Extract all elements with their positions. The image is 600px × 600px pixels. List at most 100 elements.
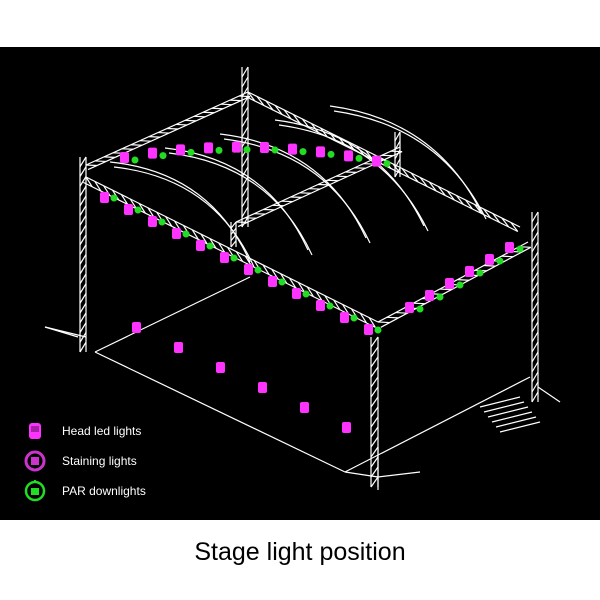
head-led-light <box>505 242 514 253</box>
truss-arch <box>278 124 429 232</box>
truss-tower <box>241 76 249 88</box>
stage-steps <box>499 421 541 433</box>
legend-item-head-led: Head led lights <box>22 416 262 446</box>
truss-tower <box>230 221 237 229</box>
head-led-light <box>300 402 309 413</box>
stage-floor-edge <box>94 351 346 473</box>
par-downlight <box>302 290 310 298</box>
legend-item-par: PAR downlights <box>22 476 262 506</box>
truss-roof-beam <box>256 96 265 106</box>
truss-tower <box>370 456 379 468</box>
truss-tower <box>370 376 379 388</box>
truss-roof-beam <box>247 91 256 102</box>
stage-steps <box>495 416 537 428</box>
truss-tower <box>370 446 379 458</box>
head-led-light <box>220 252 229 263</box>
caption: Stage light position <box>194 538 406 566</box>
truss-tower <box>531 211 539 223</box>
truss-tower <box>79 234 87 246</box>
staining-light-icon <box>24 450 46 472</box>
truss-tower <box>79 273 87 285</box>
truss-roof-beam <box>359 312 367 324</box>
truss-roof-beam <box>320 127 328 138</box>
truss-tower <box>531 391 539 403</box>
truss-tower <box>241 66 249 78</box>
par-downlight <box>496 257 504 265</box>
truss-arch <box>113 166 255 268</box>
truss-tower <box>531 331 539 343</box>
truss-roof-beam <box>200 233 208 245</box>
truss-roof-beam <box>333 299 341 311</box>
truss-roof-beam <box>483 208 492 219</box>
head-led-light <box>260 142 269 153</box>
truss-roof-beam <box>129 198 137 210</box>
truss-tower <box>531 321 539 333</box>
truss-tower <box>241 166 249 178</box>
truss-roof-beam <box>120 194 129 205</box>
par-downlight <box>456 281 464 289</box>
truss-tower <box>370 366 379 378</box>
truss-arch <box>333 110 487 220</box>
truss-tower <box>531 231 539 243</box>
stage-steps <box>487 406 529 418</box>
truss-tower <box>241 116 249 128</box>
truss-roof-beam <box>274 105 283 115</box>
par-downlight <box>134 206 142 214</box>
head-led-light <box>124 204 133 215</box>
truss-roof-beam <box>235 251 244 262</box>
truss-roof-beam <box>465 199 473 210</box>
truss-tower <box>79 322 87 333</box>
truss-roof-beam <box>85 164 98 167</box>
legend-label-par: PAR downlights <box>62 484 146 498</box>
truss-tower <box>531 241 539 253</box>
truss-tower <box>79 205 87 216</box>
truss-tower <box>370 356 379 368</box>
head-led-light <box>485 254 494 265</box>
par-downlight <box>254 266 262 274</box>
truss-tower <box>394 158 401 169</box>
truss-roof-beam <box>280 273 288 284</box>
stage-steps <box>483 401 525 413</box>
truss-tower <box>531 291 539 303</box>
truss-tower <box>531 341 539 353</box>
truss-roof-beam <box>428 181 437 192</box>
truss-roof-beam <box>510 222 519 232</box>
truss-roof-beam <box>413 302 425 305</box>
truss-tower <box>79 283 87 294</box>
truss-roof-beam <box>209 238 217 249</box>
truss-arch <box>109 161 251 263</box>
stage-floor-edge <box>94 276 251 353</box>
par-downlight <box>187 148 195 156</box>
head-led-light <box>465 266 474 277</box>
par-downlight <box>327 150 335 158</box>
truss-roof-beam <box>380 246 532 328</box>
head-led-light <box>174 342 183 353</box>
truss-tower <box>79 185 87 197</box>
head-led-light <box>268 276 277 287</box>
truss-tower <box>531 381 539 393</box>
truss-roof-beam <box>130 144 143 146</box>
truss-roof-beam <box>456 195 464 205</box>
truss-roof-beam <box>211 107 224 110</box>
truss-roof-beam <box>87 96 251 171</box>
truss-outrigger <box>344 471 379 478</box>
truss-tower <box>370 466 379 478</box>
truss-tower <box>79 224 87 236</box>
par-downlight <box>215 146 223 154</box>
truss-roof-beam <box>238 95 251 98</box>
truss-roof-beam <box>175 123 188 126</box>
truss-roof-beam <box>306 286 314 297</box>
truss-roof-beam <box>483 264 496 267</box>
truss-tower <box>370 336 379 348</box>
head-led-light <box>405 302 414 313</box>
truss-roof-beam <box>262 264 270 275</box>
truss-tower <box>241 156 249 168</box>
head-led-light <box>244 264 253 275</box>
truss-roof-beam <box>392 163 401 174</box>
truss-tower <box>241 186 249 198</box>
head-led-light <box>148 216 157 227</box>
par-downlight <box>350 314 358 322</box>
truss-tower <box>531 261 539 273</box>
head-led-light <box>288 143 297 155</box>
truss-tower <box>79 254 87 265</box>
